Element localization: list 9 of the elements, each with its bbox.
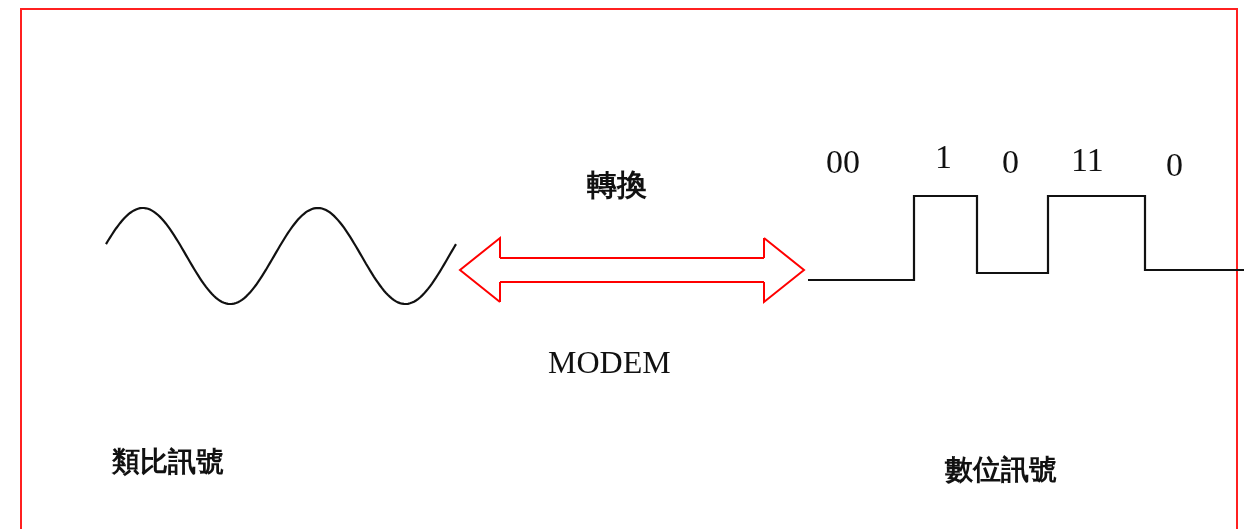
bit-label: 00: [826, 145, 860, 179]
bit-label: 1: [935, 140, 952, 174]
bit-label: 0: [1166, 148, 1183, 182]
edge-label: 轉換: [587, 170, 647, 200]
bit-label: 11: [1071, 143, 1104, 177]
device-label: MODEM: [548, 346, 671, 378]
wave-caption: 類比訊號: [112, 448, 224, 476]
wave-caption: 數位訊號: [945, 456, 1057, 484]
bit-label: 0: [1002, 145, 1019, 179]
